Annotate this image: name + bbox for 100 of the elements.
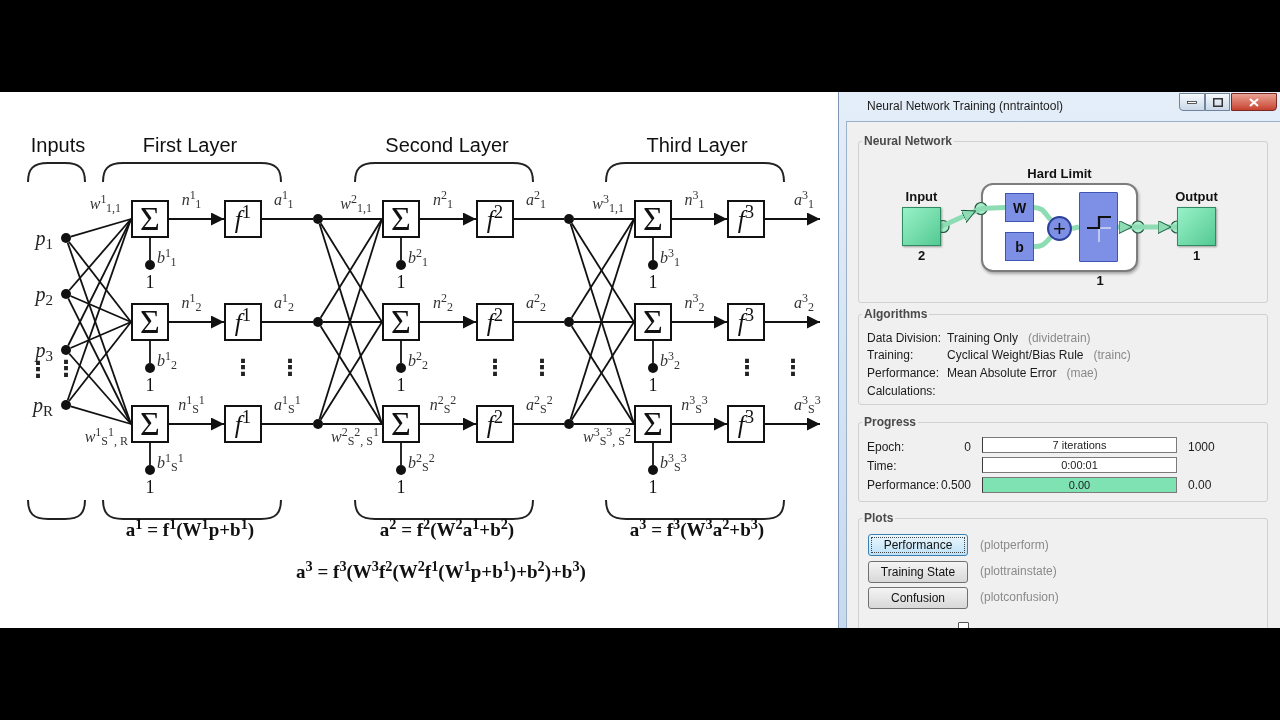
arrow <box>671 417 728 431</box>
layer-heading: Second Layer <box>385 133 509 157</box>
bias-input-value: 1 <box>396 478 406 496</box>
connector-line <box>652 442 654 466</box>
function-name: (dividetrain) <box>1027 331 1091 345</box>
arrow <box>168 315 225 329</box>
bias-input-value: 1 <box>648 478 658 496</box>
transfer-function-box: f$^{2}$ <box>476 405 514 443</box>
connector-line <box>69 295 132 323</box>
arrow <box>168 417 225 431</box>
group-title: Neural Network <box>862 134 955 148</box>
arrow <box>1138 220 1177 234</box>
equation: a$^{2}$ = f$^{2}$(W$^{2}$a$^{1}$+b$^{2}$) <box>379 519 515 541</box>
connector-line <box>149 237 151 261</box>
connector-line <box>400 237 402 261</box>
connector-line <box>68 352 132 425</box>
group-title: Algorithms <box>862 307 930 321</box>
range-value: 0 <box>964 440 971 454</box>
connector-line <box>980 205 1006 211</box>
layer-heading: Inputs <box>30 133 86 157</box>
connector-line <box>652 237 654 261</box>
summation-box: Σ <box>634 303 672 341</box>
summation-box: Σ <box>131 405 169 443</box>
block-heading: Output <box>1175 189 1218 204</box>
connector-line <box>1071 224 1080 231</box>
arrow <box>939 206 983 229</box>
connector-line <box>322 321 383 323</box>
progress-bar: 0.00 <box>982 477 1177 493</box>
progress-bar: 0:00:01 <box>982 457 1177 473</box>
summation-box: Σ <box>382 405 420 443</box>
transfer-function-box: f$^{1}$ <box>224 200 262 238</box>
connector-line <box>1033 235 1053 249</box>
ellipsis: ⋮ <box>736 357 758 379</box>
field-label: Epoch: <box>867 440 905 454</box>
connector-line <box>68 321 132 402</box>
ellipsis: ⋮ <box>55 358 77 380</box>
progress-bar: 7 iterations <box>982 437 1177 453</box>
connector-line <box>513 423 565 425</box>
bias-input-value: 1 <box>396 273 406 291</box>
transfer-function-box: f$^{3}$ <box>727 303 765 341</box>
field-label: Time: <box>867 459 897 473</box>
connector-line <box>513 321 565 323</box>
field-label: Performance: <box>867 478 940 492</box>
field-label: Data Division: <box>867 331 943 345</box>
equation: a$^{3}$ = f$^{3}$(W$^{3}$a$^{2}$+b$^{3}$) <box>629 519 765 541</box>
arrow <box>419 212 477 226</box>
bias-input-value: 1 <box>145 478 155 496</box>
connector-line <box>69 218 132 238</box>
connector-line <box>322 423 383 425</box>
transfer-function-box: f$^{1}$ <box>224 303 262 341</box>
bias-input-value: 1 <box>648 273 658 291</box>
connector-line <box>400 442 402 466</box>
connector-line <box>322 218 383 220</box>
connector-line <box>149 442 151 466</box>
plot-button: Confusion <box>868 587 968 609</box>
ellipsis: ⋮ <box>531 357 553 379</box>
layer-heading: Third Layer <box>646 133 748 157</box>
ellipsis: ⋮ <box>232 357 254 379</box>
arrow <box>419 315 477 329</box>
group-title: Progress <box>862 415 919 429</box>
connector-line <box>69 321 132 349</box>
ellipsis: ⋮ <box>279 357 301 379</box>
ellipsis: ⋮ <box>484 357 506 379</box>
connector-line <box>400 340 402 364</box>
transfer-function-box: f$^{1}$ <box>224 405 262 443</box>
bias-block: b <box>1005 232 1034 261</box>
bias-input-value: 1 <box>145 273 155 291</box>
connector-line <box>69 405 132 425</box>
window-title: Neural Network Training (nntraintool) <box>867 99 1064 113</box>
function-name: (trainc) <box>1093 348 1131 362</box>
connector-line <box>68 241 132 323</box>
field-label: Calculations: <box>867 384 936 398</box>
arrow <box>764 315 821 329</box>
layer-heading: First Layer <box>142 133 238 157</box>
transfer-function-box: f$^{2}$ <box>476 200 514 238</box>
arrow <box>671 212 728 226</box>
connector-line <box>149 340 151 364</box>
summation-box: Σ <box>634 200 672 238</box>
connector-line <box>573 423 635 425</box>
summation-box: Σ <box>131 200 169 238</box>
plot-button: Performance <box>868 534 968 556</box>
connector-line <box>261 321 314 323</box>
field-label: Performance: <box>867 366 941 380</box>
connector-line <box>261 218 314 220</box>
range-value: 0.500 <box>940 478 971 492</box>
field-value: Training Only <box>947 331 1018 345</box>
function-name: (plottrainstate) <box>980 564 1057 578</box>
function-name: (plotconfusion) <box>980 590 1059 604</box>
field-value: Mean Absolute Error <box>947 366 1057 380</box>
weight-block: W <box>1005 193 1034 222</box>
summation-box: Σ <box>634 405 672 443</box>
bias-input-value: 1 <box>145 376 155 394</box>
connector-line <box>261 423 314 425</box>
range-value: 1000 <box>1188 440 1215 454</box>
range-value: 0.00 <box>1188 478 1212 492</box>
connector-line <box>573 218 635 220</box>
connector-line <box>68 218 132 292</box>
bias-input-value: 1 <box>396 376 406 394</box>
field-label: Training: <box>867 348 915 362</box>
summation-box: Σ <box>382 200 420 238</box>
